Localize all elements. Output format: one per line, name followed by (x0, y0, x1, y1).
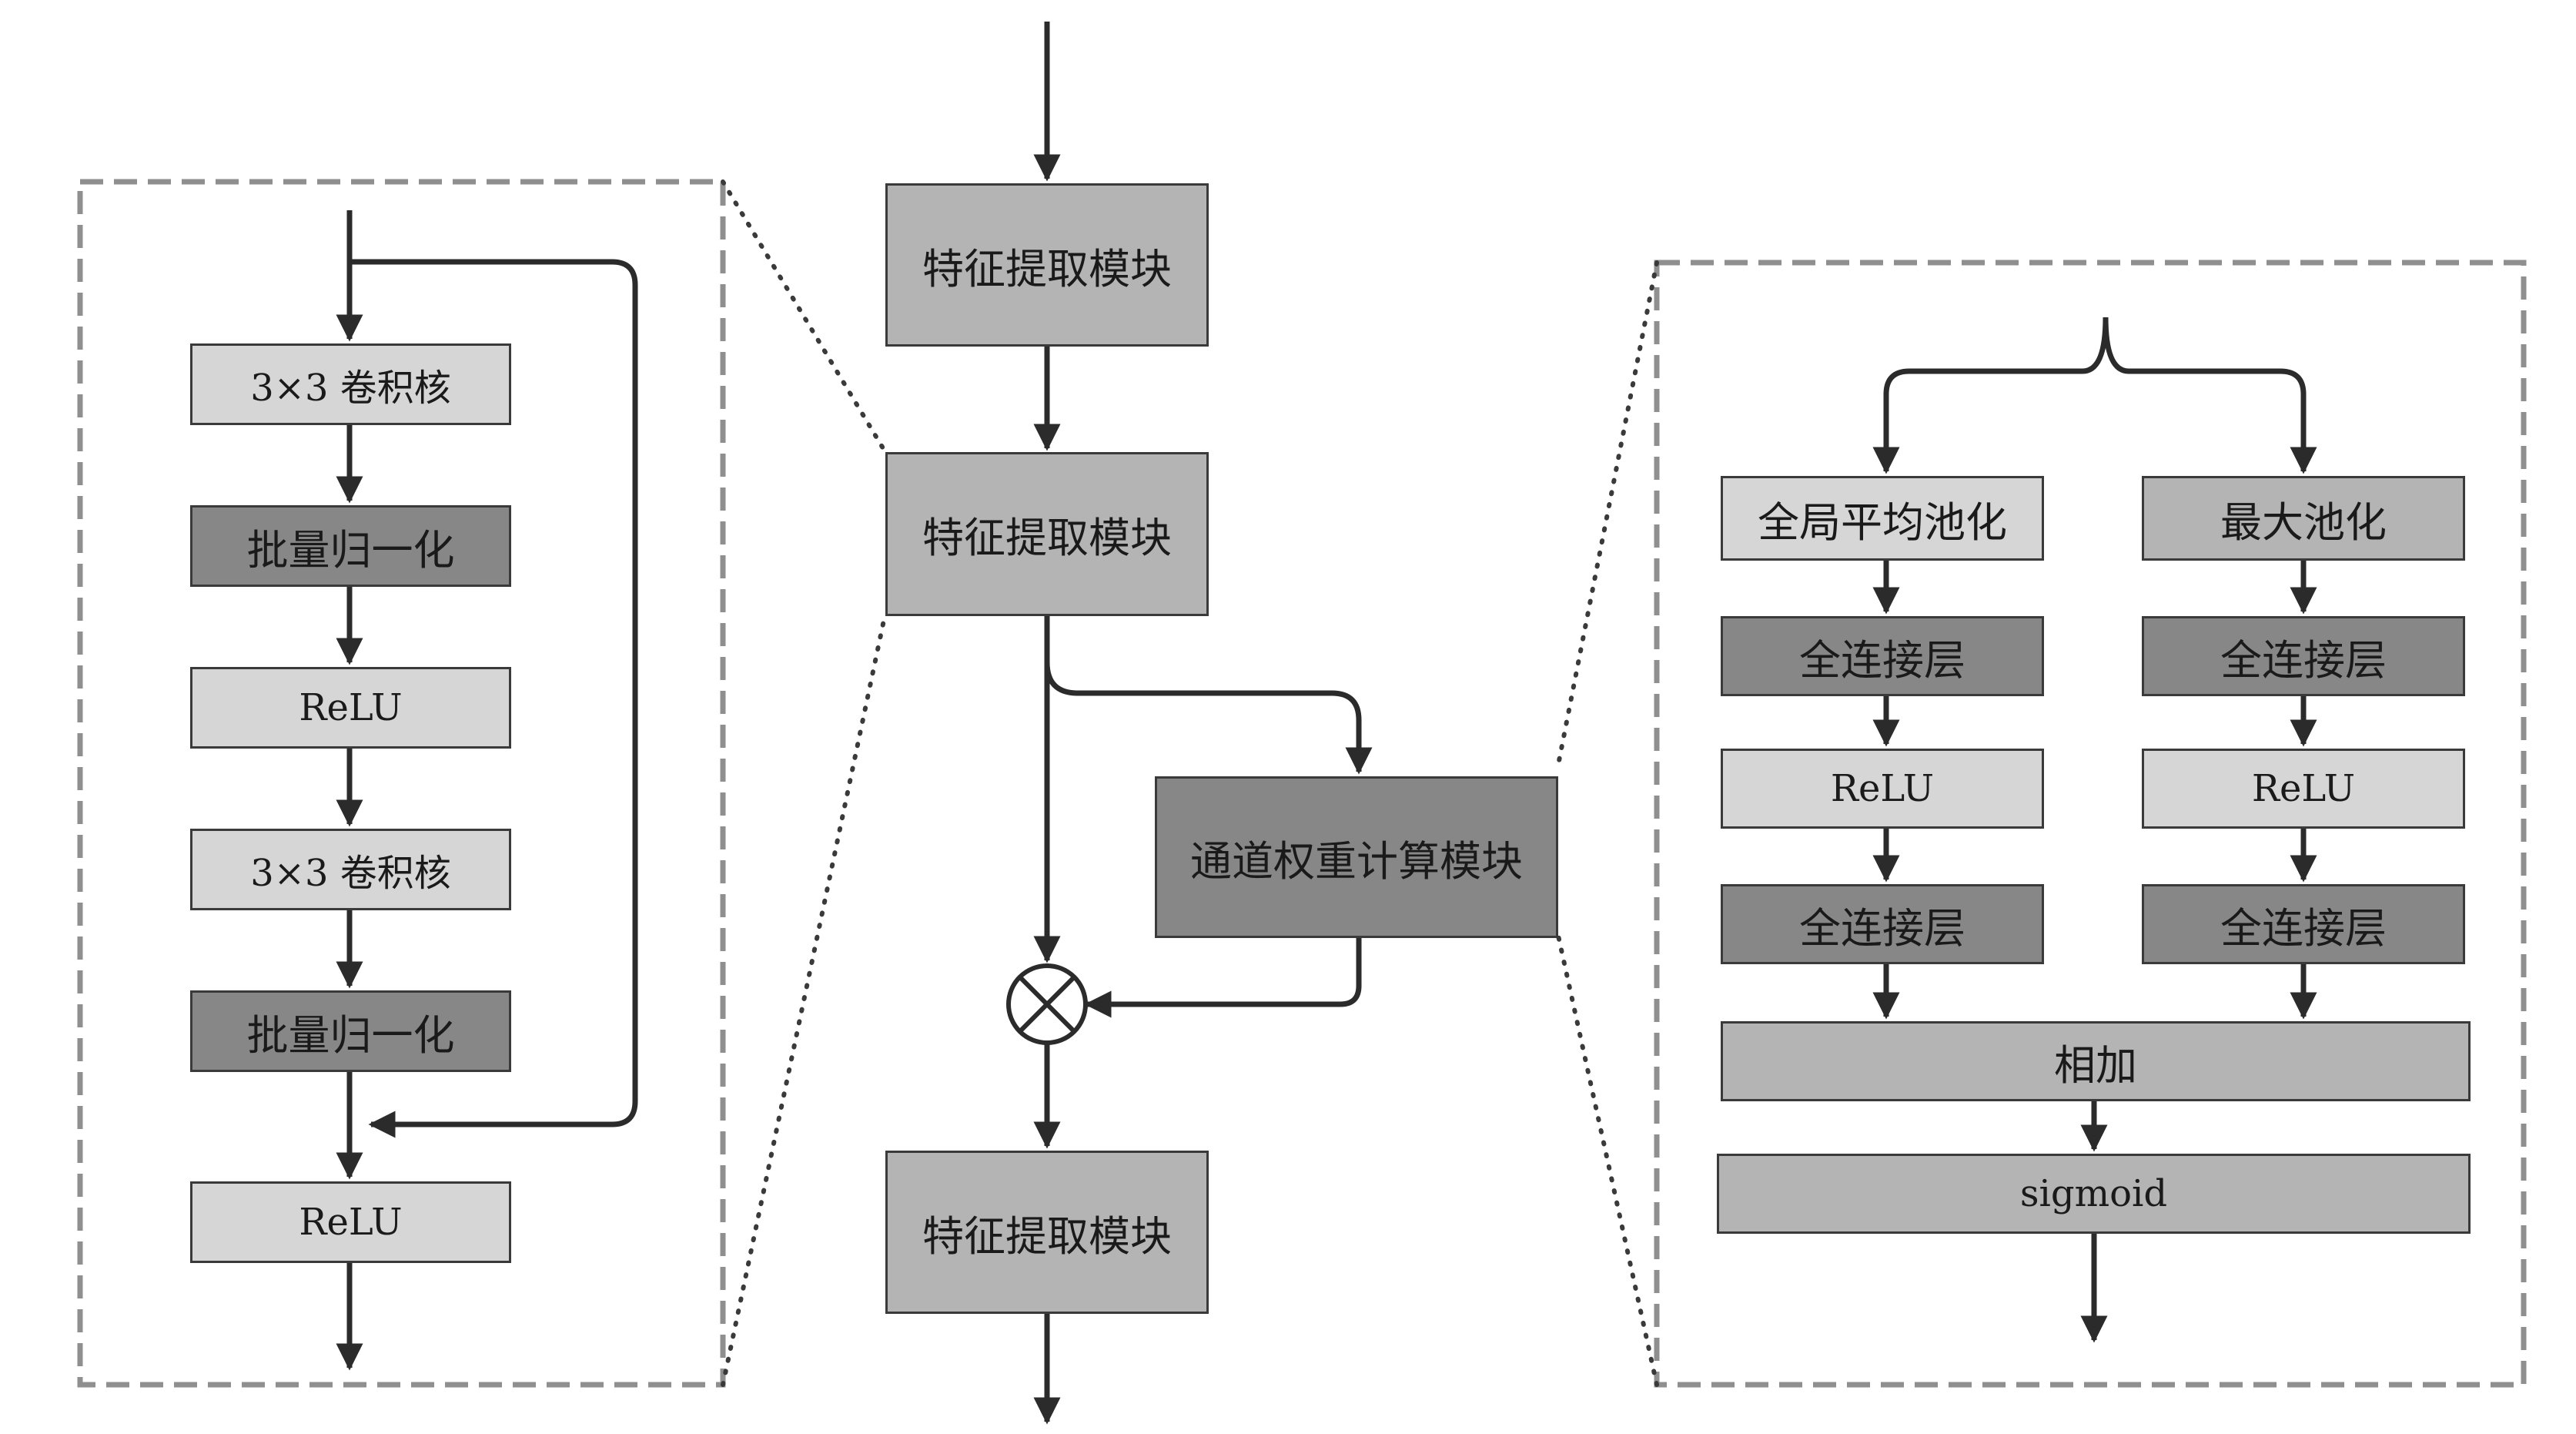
input-brace-right (2103, 317, 2317, 474)
feature-extraction-box-2: 特征提取模块 (885, 452, 1209, 616)
fc-layer-left-1: 全连接层 (1721, 616, 2044, 696)
zoom-connectors (721, 179, 1659, 1387)
flow-arrows (336, 22, 2317, 1425)
fc-layer-right-1: 全连接层 (2142, 616, 2465, 696)
arrow-feature2-to-channel-weight (1044, 662, 1373, 775)
fc-layer-left-2: 全连接层 (1721, 884, 2044, 964)
sigmoid-box: sigmoid (1717, 1154, 2471, 1234)
relu-box-2: ReLU (190, 1181, 511, 1263)
feature-extraction-box-1: 特征提取模块 (885, 183, 1209, 347)
relu-left-box: ReLU (1721, 749, 2044, 829)
batch-norm-box-2: 批量归一化 (190, 990, 511, 1072)
arrow-channel-weight-to-multiply (1084, 938, 1362, 1018)
fc-layer-right-2: 全连接层 (2142, 884, 2465, 964)
zoom-line-right-bottom (1556, 933, 1659, 1387)
zoom-line-left-top (721, 179, 888, 454)
global-avg-pool-box: 全局平均池化 (1721, 476, 2044, 561)
channel-attention-panel (1654, 260, 2527, 1388)
conv-3x3-box-1: 3×3 卷积核 (190, 343, 511, 425)
channel-weight-module-box: 通道权重计算模块 (1155, 776, 1558, 938)
skip-connection (350, 259, 638, 1138)
zoom-line-left-bottom (721, 611, 888, 1387)
feature-extraction-box-3: 特征提取模块 (885, 1151, 1209, 1314)
conv-3x3-box-2: 3×3 卷积核 (190, 829, 511, 910)
batch-norm-box-1: 批量归一化 (190, 505, 511, 587)
max-pool-box: 最大池化 (2142, 476, 2465, 561)
input-brace (1872, 317, 2109, 474)
multiply-node (1006, 963, 1088, 1045)
residual-block-panel (77, 179, 726, 1388)
zoom-line-right-top (1556, 260, 1659, 767)
relu-right-box: ReLU (2142, 749, 2465, 829)
add-box: 相加 (1721, 1021, 2471, 1101)
relu-box-1: ReLU (190, 667, 511, 749)
